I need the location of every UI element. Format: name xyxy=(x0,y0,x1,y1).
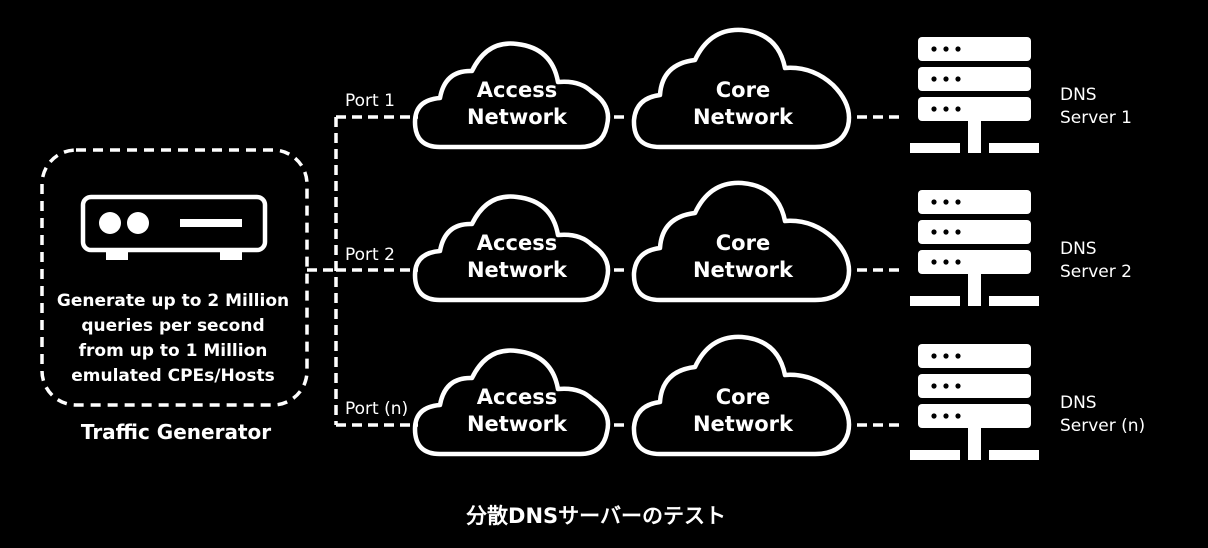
port-label-1: Port 1 xyxy=(345,91,395,111)
row-3: Port (n) Access Network Core Network DNS xyxy=(345,334,1145,460)
row-1: Port 1 Access Network Core Network DNS xyxy=(345,27,1132,153)
access-label-2a: Access xyxy=(477,231,557,255)
core-label-2b: Network xyxy=(693,258,794,282)
server-label-1b: Server 1 xyxy=(1060,108,1132,128)
diagram-caption: 分散DNSサーバーのテスト xyxy=(466,504,726,528)
row-2: Port 2 Access Network Core Network DNS xyxy=(345,180,1132,306)
server-label-3a: DNS xyxy=(1060,393,1097,413)
server-label-2a: DNS xyxy=(1060,239,1097,259)
core-label-2a: Core xyxy=(716,231,770,255)
access-label-1b: Network xyxy=(467,105,568,129)
generator-line-4: emulated CPEs/Hosts xyxy=(71,366,275,386)
port-label-2: Port 2 xyxy=(345,245,395,265)
server-label-1a: DNS xyxy=(1060,85,1097,105)
generator-dashed-border xyxy=(40,148,309,407)
access-label-1a: Access xyxy=(477,78,557,102)
generator-title: Traffic Generator xyxy=(81,420,271,444)
access-network-cloud-2: Access Network xyxy=(412,194,611,303)
server-rack-icon-3 xyxy=(910,344,1039,460)
access-label-2b: Network xyxy=(467,258,568,282)
access-label-3b: Network xyxy=(467,412,568,436)
generator-line-3: from up to 1 Million xyxy=(79,341,268,361)
generator-line-1: Generate up to 2 Million xyxy=(57,291,289,311)
core-label-1b: Network xyxy=(693,105,794,129)
traffic-generator: Generate up to 2 Million queries per sec… xyxy=(40,148,309,444)
server-label-3b: Server (n) xyxy=(1060,416,1145,436)
core-network-cloud-3: Core Network xyxy=(631,334,852,457)
server-label-2b: Server 2 xyxy=(1060,262,1132,282)
server-rack-icon-1 xyxy=(910,37,1039,153)
router-icon xyxy=(80,194,268,260)
port-connectors xyxy=(307,115,418,427)
port-label-3: Port (n) xyxy=(345,399,408,419)
core-network-cloud-1: Core Network xyxy=(631,27,852,150)
core-label-1a: Core xyxy=(716,78,770,102)
access-network-cloud-3: Access Network xyxy=(412,348,611,457)
core-label-3b: Network xyxy=(693,412,794,436)
access-label-3a: Access xyxy=(477,385,557,409)
generator-line-2: queries per second xyxy=(81,316,264,336)
core-label-3a: Core xyxy=(716,385,770,409)
server-rack-icon-2 xyxy=(910,190,1039,306)
core-network-cloud-2: Core Network xyxy=(631,180,852,303)
access-network-cloud-1: Access Network xyxy=(412,41,611,150)
